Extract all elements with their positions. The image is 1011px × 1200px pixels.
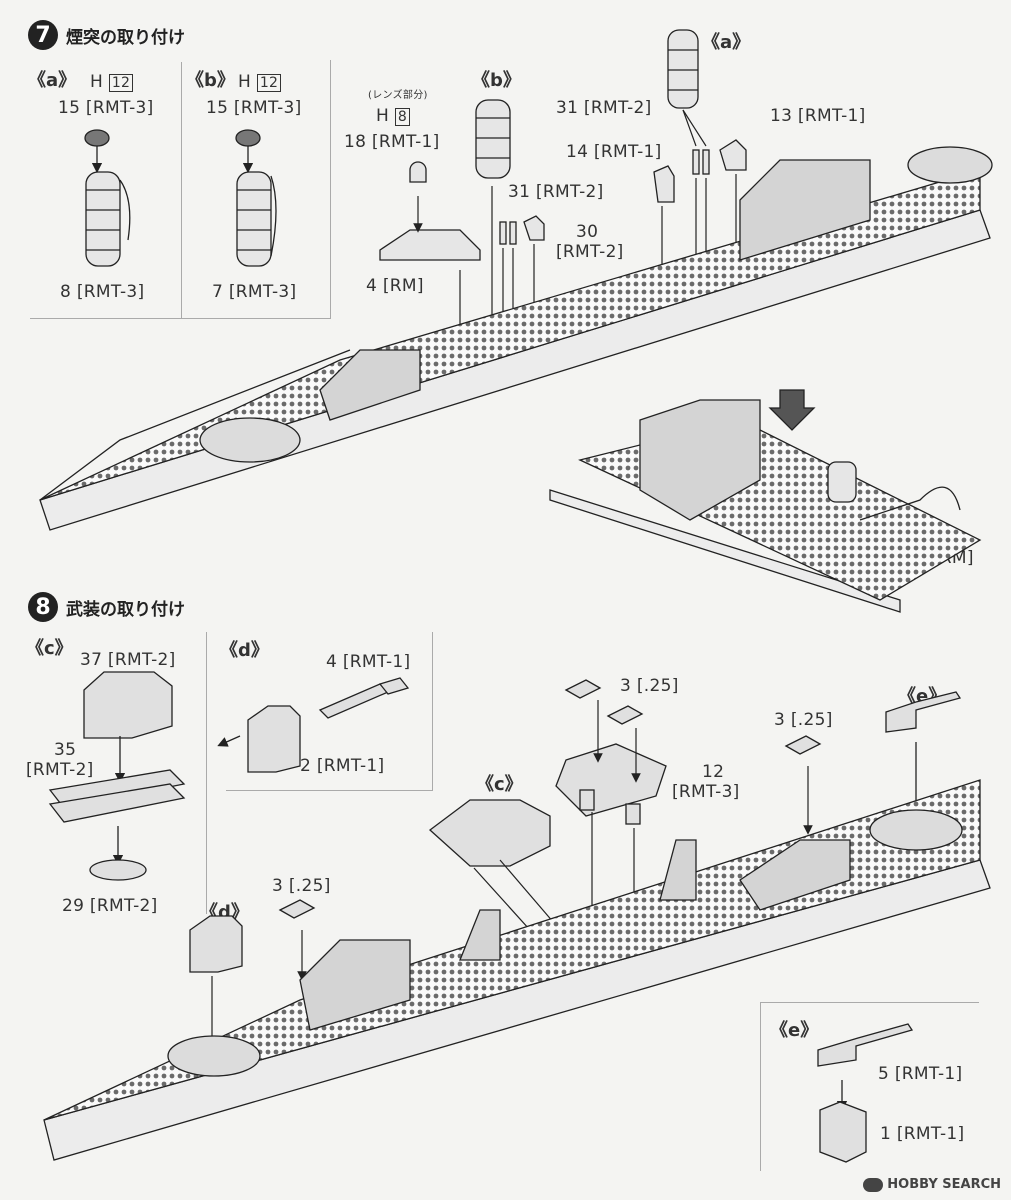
step7-title: 煙突の取り付け: [66, 27, 185, 48]
part-31b-label: 31 [RMT-2]: [556, 98, 652, 118]
panel-d-tag: 《d》: [220, 640, 269, 661]
step8-title: 武装の取り付け: [66, 599, 185, 620]
part-31a-label: 31 [RMT-2]: [508, 182, 604, 202]
panel-a-tag: 《a》: [28, 70, 77, 91]
part-30b-label: [RMT-2]: [556, 242, 624, 262]
part-4-label: 4 [RMT-1]: [326, 652, 411, 672]
part-12a-label: 12: [702, 762, 725, 782]
part-4rm-label: 4 [RM]: [366, 276, 424, 296]
panel-a-h-num: 12: [108, 74, 134, 92]
part-29-label: 29 [RMT-2]: [62, 896, 158, 916]
funnel-a-drawing: [84, 129, 131, 267]
part-35b-label: [RMT-2]: [26, 760, 94, 780]
step7-header: 7 煙突の取り付け: [28, 20, 185, 50]
callout-b-tag: 《b》: [472, 70, 521, 91]
step8-inset-d-frame: [226, 632, 433, 791]
panel-b-part-bottom: 7 [RMT-3]: [212, 282, 297, 302]
step8-header: 8 武装の取り付け: [28, 592, 185, 622]
part-30a-label: 30: [576, 222, 599, 242]
part-2-label: 2 [RMT-1]: [300, 756, 385, 776]
part-3-25-b-label: 3 [.25]: [774, 710, 833, 730]
part-18-label: 18 [RMT-1]: [344, 132, 440, 152]
step7-detail-drawing: [549, 389, 982, 613]
part-14-label: 14 [RMT-1]: [566, 142, 662, 162]
panel-a-part-bottom: 8 [RMT-3]: [60, 282, 145, 302]
panel-a-part-top: 15 [RMT-3]: [58, 98, 154, 118]
panel-b-tag: 《b》: [186, 70, 235, 91]
lens-h-num: 8: [394, 108, 411, 126]
funnel-b-drawing: [235, 129, 277, 267]
lens-h: H 8: [376, 106, 411, 126]
part-12b-label: [RMT-3]: [672, 782, 740, 802]
panel-b-h: H 12: [238, 72, 282, 92]
part-5-label: 5 [RMT-1]: [878, 1064, 963, 1084]
step8-turret-c-drawing: [48, 671, 186, 881]
callout-c-tag: 《c》: [476, 774, 523, 795]
part-1-label: 1 [RMT-1]: [880, 1124, 965, 1144]
panel-a-h: H 12: [90, 72, 134, 92]
lens-note: (レンズ部分): [368, 90, 428, 101]
part-3-25-c-label: 3 [.25]: [272, 876, 331, 896]
step8-inset-e-frame: [760, 1002, 979, 1171]
step7-inset-frame: [30, 60, 331, 319]
step8-gun-d-drawing: [217, 677, 410, 773]
hobby-search-logo-icon: [863, 1177, 884, 1192]
panel-c-tag: 《c》: [26, 638, 73, 659]
step7-hull-drawing: [39, 146, 993, 531]
watermark: HOBBY SEARCH: [863, 1177, 1001, 1192]
step7-number: 7: [28, 20, 58, 50]
panel-b-part-top: 15 [RMT-3]: [206, 98, 302, 118]
step8-hull-drawing: [43, 779, 991, 1161]
step8-mount-e-drawing: [817, 691, 962, 1163]
step8-number: 8: [28, 592, 58, 622]
panel-b-h-num: 12: [256, 74, 282, 92]
part-3-25-a-label: 3 [.25]: [620, 676, 679, 696]
watermark-text: HOBBY SEARCH: [887, 1177, 1001, 1192]
step8-inset-c-divider: [206, 632, 207, 914]
step7-small-parts: [379, 29, 747, 261]
step7-inset-divider: [181, 62, 182, 318]
part-35a-label: 35: [54, 740, 77, 760]
part-37-label: 37 [RMT-2]: [80, 650, 176, 670]
step8-small-parts: [189, 679, 822, 973]
callout-a-tag: 《a》: [702, 32, 751, 53]
panel-e-tag: 《e》: [770, 1020, 819, 1041]
part-13-label: 13 [RMT-1]: [770, 106, 866, 126]
